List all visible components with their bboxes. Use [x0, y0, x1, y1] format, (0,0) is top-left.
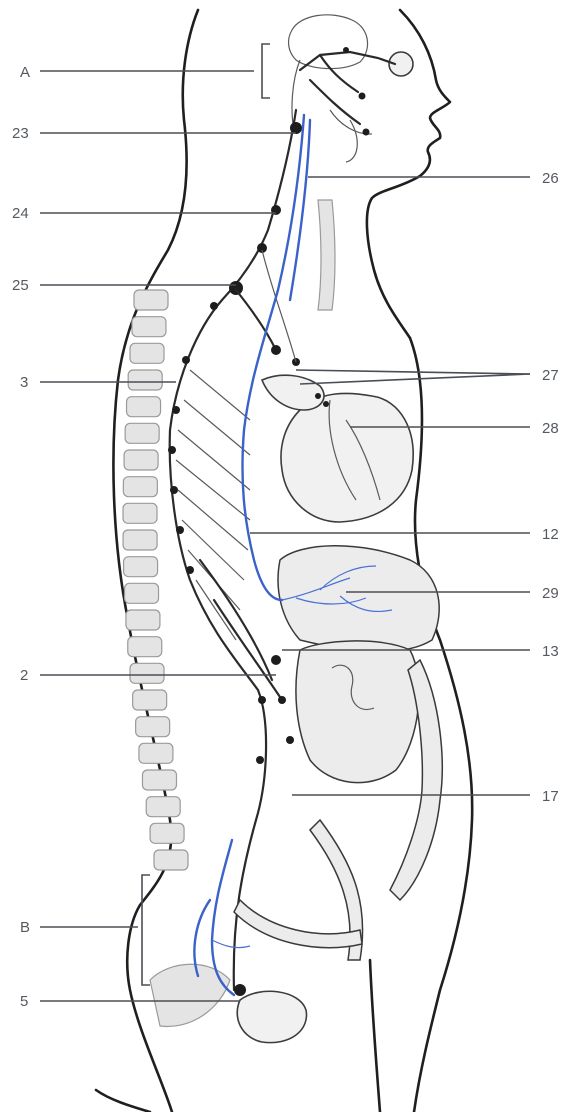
- label-3: 3: [20, 374, 28, 391]
- vertebra: [136, 717, 170, 737]
- label-27: 27: [542, 367, 559, 384]
- vertebra: [154, 850, 188, 870]
- vertebra: [123, 503, 157, 523]
- vertebra: [128, 370, 162, 390]
- heart: [262, 375, 413, 522]
- label-26: 26: [542, 170, 559, 187]
- pelvic-organs: [150, 964, 307, 1042]
- vertebra: [133, 690, 167, 710]
- head-structures: [289, 15, 413, 162]
- label-12: 12: [542, 526, 559, 543]
- vertebra: [132, 317, 166, 337]
- label-17: 17: [542, 788, 559, 805]
- label-24: 24: [12, 205, 29, 222]
- label-23: 23: [12, 125, 29, 142]
- label-5: 5: [20, 993, 28, 1010]
- vertebra: [128, 637, 162, 657]
- vertebra: [125, 423, 159, 443]
- vertebra: [123, 530, 157, 550]
- vertebra: [134, 290, 168, 310]
- vertebra: [125, 583, 159, 603]
- vertebra: [124, 557, 158, 577]
- label-2: 2: [20, 667, 28, 684]
- vertebra: [126, 610, 160, 630]
- label-A: A: [20, 64, 30, 81]
- vertebra: [130, 663, 164, 683]
- vertebra: [127, 397, 161, 417]
- label-28: 28: [542, 420, 559, 437]
- label-13: 13: [542, 643, 559, 660]
- label-B: B: [20, 919, 30, 936]
- vertebra: [146, 797, 180, 817]
- vertebra: [123, 477, 157, 497]
- vertebra: [130, 343, 164, 363]
- label-25: 25: [12, 277, 29, 294]
- vertebra: [150, 823, 184, 843]
- trachea: [318, 200, 335, 310]
- label-29: 29: [542, 585, 559, 602]
- vertebra: [139, 743, 173, 763]
- spine: [123, 290, 188, 870]
- vertebra: [142, 770, 176, 790]
- vertebra: [124, 450, 158, 470]
